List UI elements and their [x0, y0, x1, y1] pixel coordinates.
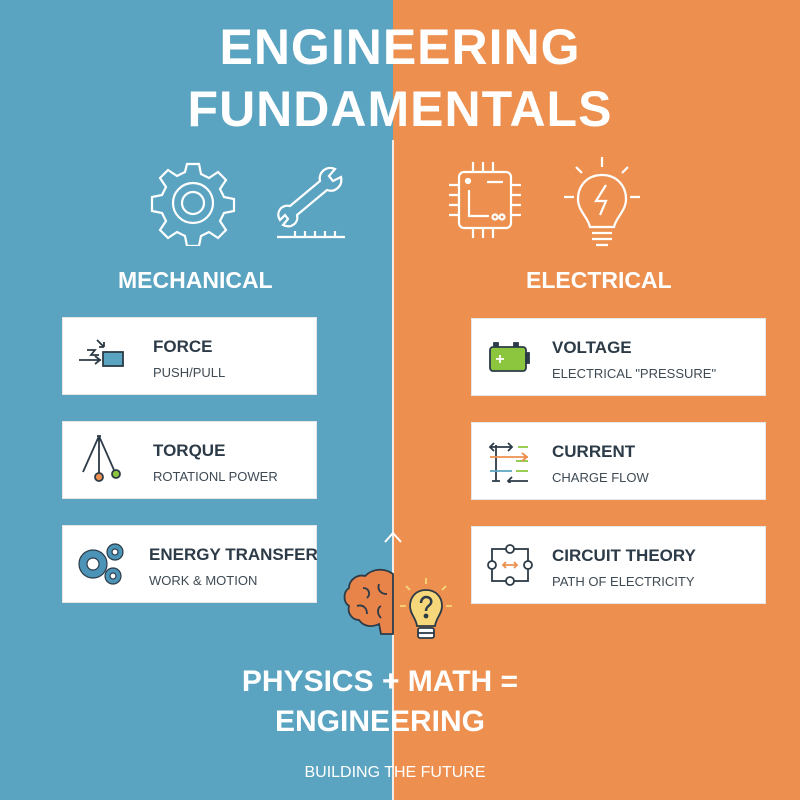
circuit-icon — [487, 544, 533, 586]
card-force[interactable]: FORCE PUSH/PULL — [62, 317, 317, 395]
card-title: FORCE — [153, 337, 213, 356]
gears-icon — [78, 543, 124, 585]
card-current[interactable]: CURRENT CHARGE FLOW — [471, 422, 766, 500]
brain-icon — [343, 568, 394, 635]
card-title: CURRENT — [552, 442, 636, 461]
mechanical-panel — [0, 0, 393, 800]
tagline: BUILDING THE FUTURE — [304, 764, 486, 781]
force-arrows-icon — [79, 339, 124, 367]
card-subtitle: ELECTRICAL "PRESSURE" — [552, 366, 717, 381]
divider — [392, 140, 394, 800]
card-subtitle: WORK & MOTION — [149, 573, 258, 588]
electrical-panel — [393, 0, 800, 800]
equation-line2: ENGINEERING — [274, 705, 486, 738]
card-title: ENERGY TRANSFER — [149, 545, 318, 564]
mechanical-label: MECHANICAL — [118, 267, 273, 293]
card-energy-transfer[interactable]: ENERGY TRANSFER WORK & MOTION — [62, 525, 318, 603]
question-bulb-icon — [400, 578, 452, 639]
card-torque[interactable]: TORQUE ROTATIONL POWER — [62, 421, 317, 499]
chevron-up-icon — [384, 531, 402, 543]
card-circuit-theory[interactable]: CIRCUIT THEORY PATH OF ELECTRICITY — [471, 526, 766, 604]
title-line2: FUNDAMENTALS — [187, 81, 613, 137]
chip-icon — [449, 162, 521, 238]
card-title: CIRCUIT THEORY — [552, 546, 696, 565]
battery-icon — [489, 342, 530, 372]
pendulum-icon — [82, 435, 121, 482]
gear-icon — [150, 162, 236, 246]
card-title: VOLTAGE — [552, 338, 632, 357]
card-subtitle: PATH OF ELECTRICITY — [552, 574, 695, 589]
card-subtitle: CHARGE FLOW — [552, 470, 649, 485]
wrench-icon — [277, 166, 345, 239]
title-line1: ENGINEERING — [219, 19, 581, 75]
electrical-label: ELECTRICAL — [526, 267, 672, 293]
lightbulb-icon — [564, 157, 640, 247]
card-voltage[interactable]: VOLTAGE ELECTRICAL "PRESSURE" — [471, 318, 766, 396]
current-arrows-icon — [488, 442, 529, 483]
card-subtitle: PUSH/PULL — [153, 365, 226, 380]
equation-line1: PHYSICS + MATH = — [241, 665, 519, 698]
card-title: TORQUE — [153, 441, 226, 460]
card-subtitle: ROTATIONL POWER — [153, 469, 278, 484]
